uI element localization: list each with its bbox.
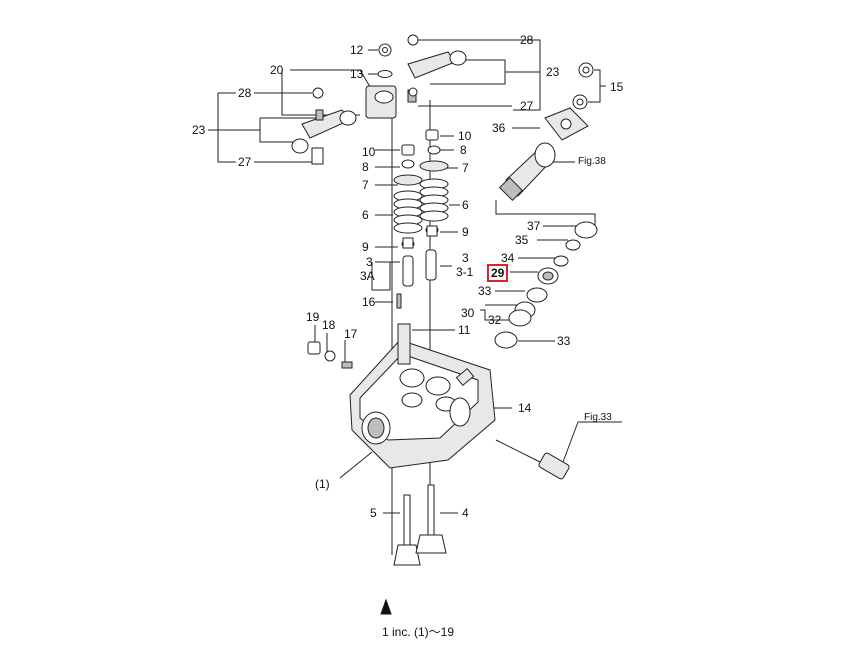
figure-ref-33[interactable]: Fig.33 [584,412,612,423]
callout-27-left: 27 [238,155,252,169]
callout-8-right: 8 [460,143,467,157]
callout-9-right: 9 [462,225,469,239]
callout-35: 35 [515,233,529,247]
rocker-arm-assembly-right [365,34,467,119]
callout-20: 20 [270,63,284,77]
callout-10-left: 10 [362,145,376,159]
injector-seals [494,221,598,349]
callout-3A: 3A [360,269,375,283]
temperature-sensor [495,439,570,480]
callout-6-right: 6 [462,198,469,212]
callout-23-left: 23 [192,123,206,137]
nut-pair-15 [572,62,594,110]
callout-16: 16 [362,295,376,309]
callout-37: 37 [527,219,541,233]
callout-28-left: 28 [238,86,252,100]
engine-valves [393,484,447,566]
callout-23-right: 23 [546,65,560,79]
callout-34: 34 [501,251,515,265]
rocker-arm-assembly-left [291,87,357,165]
callout-10-right: 10 [458,129,472,143]
callout-6-left: 6 [362,208,369,222]
callout-33-upper: 33 [478,284,492,298]
callout-3-left: 3 [366,255,373,269]
triangle-marker-icon [380,598,392,615]
injector-clamp-36 [544,107,589,141]
callout-8-left: 8 [362,160,369,174]
footnote-text: 1 inc. (1)～19 [382,625,455,639]
callout-5: 5 [370,506,377,520]
callout-7-left: 7 [362,178,369,192]
callout-18: 18 [322,318,336,332]
callout-27-right: 27 [520,99,534,113]
callout-4: 4 [462,506,469,520]
callout-3-right: 3 [462,251,469,265]
figure-ref-38[interactable]: Fig.38 [578,156,606,167]
callout-30: 30 [461,306,475,320]
callout-19: 19 [306,310,320,324]
callout-28-top: 28 [520,33,534,47]
fasteners-19-18-17 [307,341,353,369]
callout-1-cylinder-head: (1) [315,477,330,491]
leader-lines [208,39,622,514]
callout-17: 17 [344,327,358,341]
valve-spring-stack [393,129,449,309]
cylinder-head [349,323,496,469]
callout-29-highlighted[interactable]: 29 [487,264,509,282]
callout-9-left: 9 [362,240,369,254]
callout-15: 15 [610,80,624,94]
callout-32: 32 [488,313,502,327]
callout-12: 12 [350,43,364,57]
callout-36: 36 [492,121,506,135]
callout-14: 14 [518,401,532,415]
callout-33-lower: 33 [557,334,571,348]
callout-7-right: 7 [462,161,469,175]
callout-3-1: 3-1 [456,265,474,279]
callout-13: 13 [350,67,364,81]
callout-11: 11 [458,323,471,337]
fuel-injector [498,142,556,202]
